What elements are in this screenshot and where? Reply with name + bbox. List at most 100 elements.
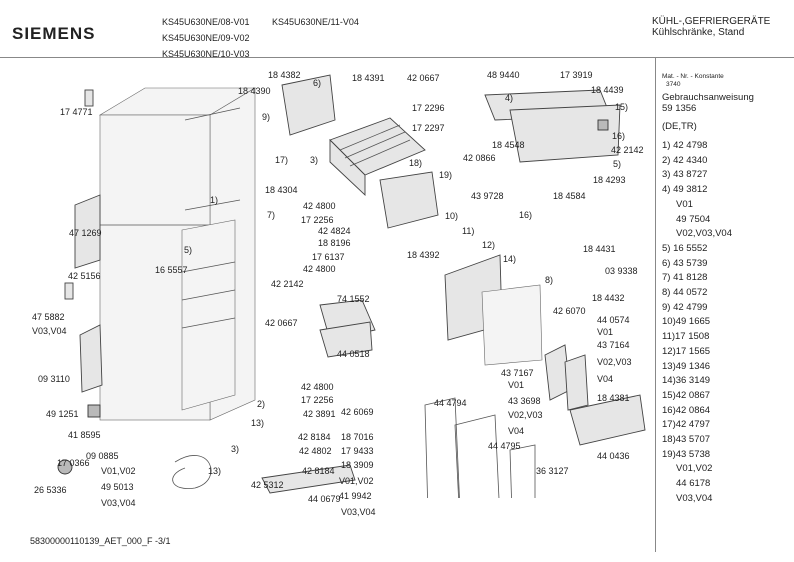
part-number-label: 5)	[184, 245, 193, 255]
part-number-label: 17 4771	[60, 107, 93, 117]
part-number-label: 03 9338	[605, 266, 638, 276]
part-number-label: 18 4382	[268, 70, 301, 80]
legend-item: 8) 44 0572	[662, 287, 708, 298]
legend-item: 9) 42 4799	[662, 301, 708, 313]
part-number-label: 09 3110	[38, 374, 70, 384]
exploded-view-drawing	[57, 74, 646, 498]
part-number-label: 5)	[613, 159, 622, 169]
part-number-label: 44 0518	[337, 349, 370, 359]
part-number-label: V01,V02	[101, 466, 136, 476]
part-number-label: 16 5557	[155, 265, 188, 275]
legend-item: 2) 42 4340	[662, 154, 708, 166]
cabinet	[98, 87, 257, 421]
header-divider	[0, 57, 794, 58]
part-number-label: 74 1552	[337, 294, 370, 304]
part-number-label: 17 2256	[301, 395, 334, 405]
part-number-label: 42 0667	[265, 318, 298, 328]
part-number-label: 42 6070	[553, 306, 586, 316]
condenser-panel	[74, 194, 101, 269]
part-number-label: 1)	[210, 195, 219, 205]
legend-item: V03,V04	[676, 492, 713, 504]
cover-panel	[379, 171, 439, 229]
model-code: KS45U630NE/10-V03	[162, 49, 250, 59]
legend-item: 5) 16 5552	[662, 242, 708, 254]
part-number-label: 42 6069	[341, 407, 374, 417]
legend-item: 14)36 3149	[662, 375, 711, 387]
part-number-label: 18 4304	[265, 185, 298, 195]
footer-code: 58300000110139_AET_000_F -3/1	[30, 536, 171, 546]
door-pocket	[564, 354, 589, 411]
part-number-label: V03,V04	[32, 326, 67, 336]
part-number-label: 18 4381	[597, 393, 630, 403]
part-number-label: 13)	[208, 466, 222, 476]
part-number-label: 42 4800	[303, 264, 336, 274]
legend-item: 16)42 0864	[662, 404, 711, 416]
part-number-label: 41 8595	[68, 430, 101, 440]
part-number-label: 17 9433	[341, 446, 374, 456]
part-number-label: 18 4548	[492, 140, 525, 150]
cap-part	[64, 282, 74, 300]
part-number-label: 18 4390	[238, 86, 271, 96]
part-number-label: V01,V02	[339, 476, 374, 486]
part-number-label: 42 2142	[271, 279, 304, 289]
part-number-label: 47 5882	[32, 312, 65, 322]
part-number-label: 17 2256	[301, 215, 334, 225]
door-gasket	[454, 414, 500, 498]
part-number-label: 12)	[482, 240, 496, 250]
legend-item: 1) 42 4798	[662, 140, 708, 151]
part-number-label: 44 0679	[308, 494, 341, 504]
legend-item: 49 7504	[676, 213, 711, 225]
door-frame	[481, 284, 543, 366]
part-number-label: 3)	[310, 155, 319, 165]
part-number-label: 42 4824	[318, 226, 351, 236]
legend-item: 17)42 4797	[662, 419, 711, 431]
part-number-label: 44 4794	[434, 398, 467, 408]
part-number-label: 42 2142	[611, 145, 644, 155]
part-number-label: 18 4431	[583, 244, 616, 254]
part-number-label: 43 7167	[501, 368, 534, 378]
condenser	[79, 324, 103, 393]
control-panel	[509, 104, 621, 163]
part-number-label: 09 0885	[86, 451, 119, 461]
part-number-label: 49 1251	[46, 409, 79, 419]
door-rack	[569, 394, 646, 446]
part-number-label: 42 5312	[251, 480, 284, 490]
door-seal	[509, 444, 536, 498]
part-number-label: 42 0866	[463, 153, 496, 163]
legend-item: 6) 43 5739	[662, 257, 708, 269]
part-number-label: 18 3909	[341, 460, 374, 470]
part-number-label: 3)	[231, 444, 240, 454]
part-number-label: 43 7164	[597, 340, 630, 350]
part-number-label: 42 0667	[407, 73, 440, 83]
part-number-label: 9)	[262, 112, 271, 122]
part-number-label: 14)	[503, 254, 517, 264]
part-number-label: 8)	[545, 275, 554, 285]
part-number-label: V01	[508, 380, 525, 390]
part-number-label: 16)	[519, 210, 533, 220]
part-number-label: 7)	[267, 210, 276, 220]
part-number-label: 18 4293	[593, 175, 626, 185]
part-number-label: V02,V03	[508, 410, 543, 420]
door-gasket	[424, 397, 460, 498]
legend-item: V02,V03,V04	[676, 228, 732, 240]
model-code: KS45U630NE/11-V04	[272, 17, 359, 27]
part-number-label: 26 5336	[34, 485, 67, 495]
part-number-label: V03,V04	[341, 507, 376, 517]
compressor-part	[57, 459, 73, 475]
legend-item: 3) 43 8727	[662, 169, 708, 181]
legend-item: 13)49 1346	[662, 360, 711, 372]
part-number-label: 17 0366	[57, 458, 90, 468]
sidebar-divider	[655, 57, 656, 552]
part-number-label: 16)	[612, 131, 626, 141]
part-number-label: 17 2297	[412, 123, 445, 133]
shelf-support	[319, 321, 373, 358]
legend-item: 7) 41 8128	[662, 272, 708, 284]
part-number-label: V04	[508, 426, 525, 436]
part-number-label: V02,V03	[597, 357, 632, 367]
part-number-label: 13)	[251, 418, 265, 428]
legend-item: 4) 49 3812	[662, 184, 708, 196]
part-number-label: 42 8184	[298, 432, 331, 442]
part-number-label: 11)	[462, 226, 475, 236]
legend-item: 11)17 1508	[662, 331, 710, 343]
part-number-label: 49 5013	[101, 482, 134, 492]
